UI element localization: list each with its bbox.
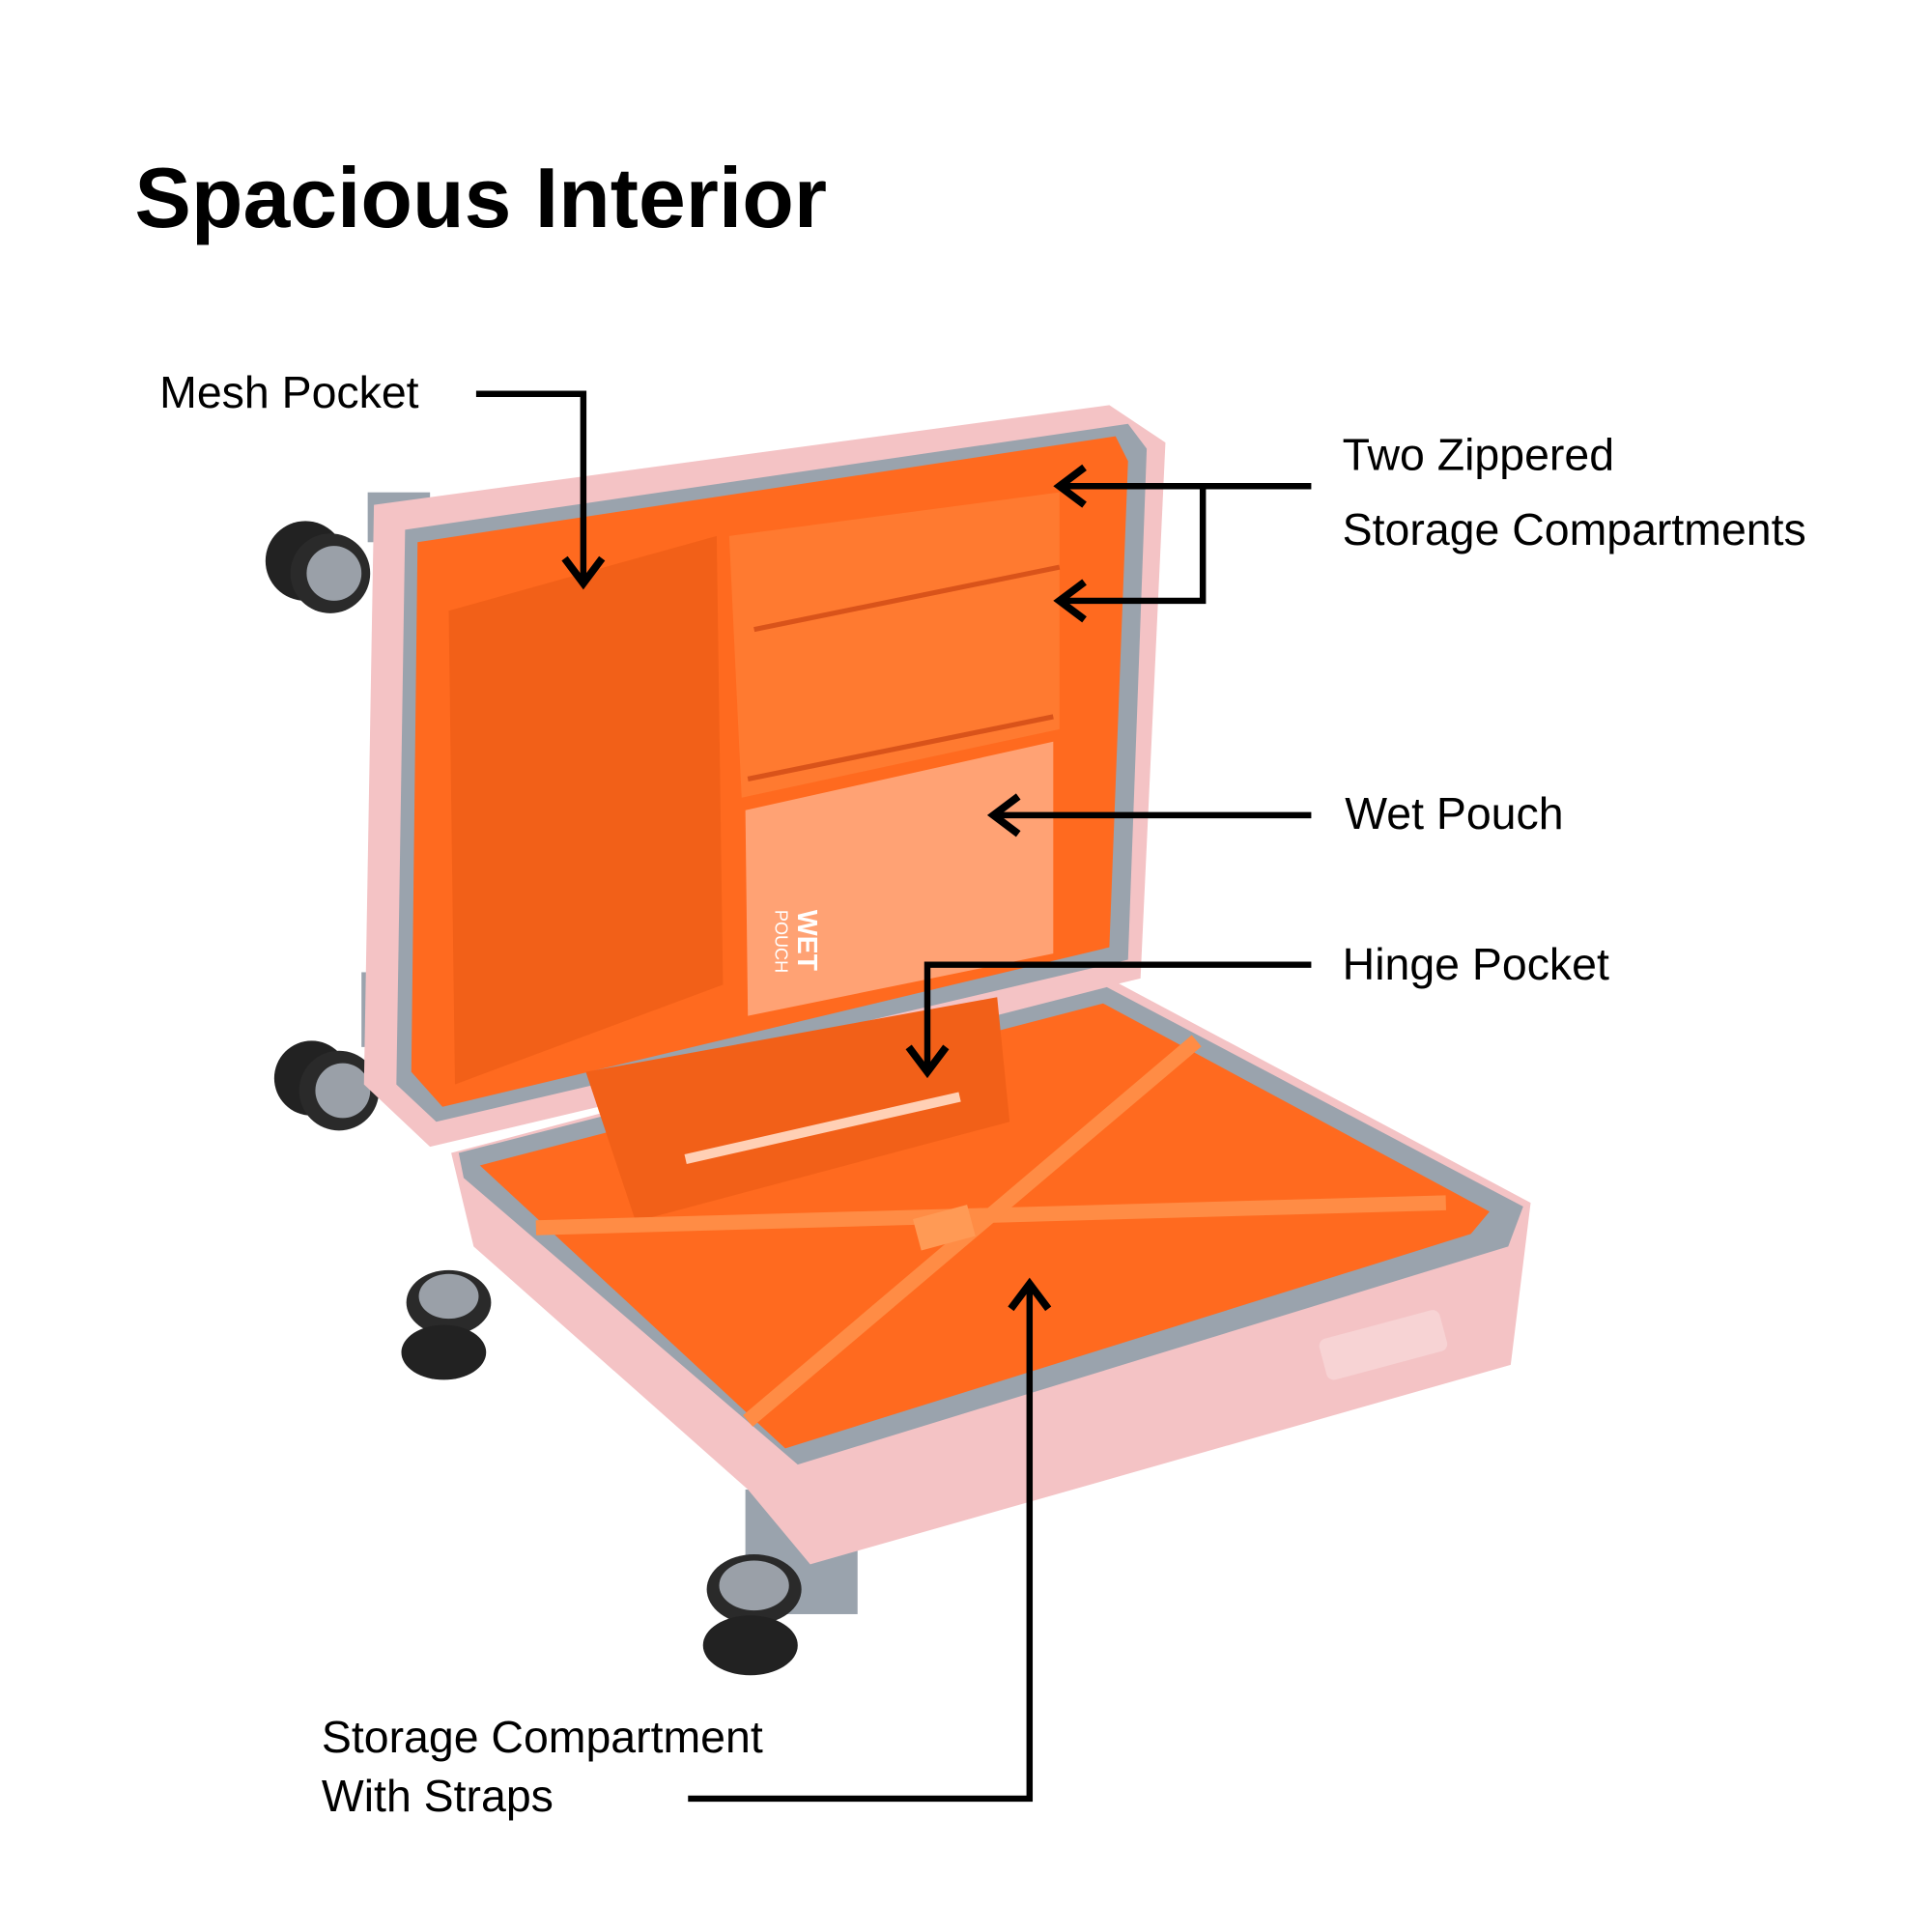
combination-lock	[1319, 1310, 1448, 1380]
label-storage-1: Storage Compartment	[322, 1712, 763, 1762]
callout-storage-straps: Storage Compartment With Straps	[322, 1277, 1052, 1821]
callout-zippered: Two Zippered Storage Compartments	[1053, 429, 1806, 623]
zippered-compartments	[728, 492, 1060, 798]
label-mesh-pocket: Mesh Pocket	[159, 367, 419, 417]
wheels	[265, 492, 858, 1676]
mesh-pocket	[448, 535, 724, 1085]
callout-mesh-pocket: Mesh Pocket	[159, 367, 606, 590]
callout-wet-pouch: Wet Pouch	[986, 788, 1564, 838]
suitcase-lid: WET POUCH	[363, 405, 1166, 1148]
label-wet-pouch: Wet Pouch	[1345, 788, 1563, 838]
label-storage-2: With Straps	[322, 1771, 554, 1821]
label-zippered-2: Storage Compartments	[1343, 504, 1806, 554]
callout-hinge-pocket: Hinge Pocket	[905, 939, 1609, 1079]
wet-pouch-print: WET	[791, 910, 822, 972]
suitcase-base	[451, 978, 1531, 1565]
label-zippered-1: Two Zippered	[1343, 429, 1614, 479]
hinge-pocket	[585, 997, 1010, 1222]
page-title: Spacious Interior	[134, 151, 827, 245]
label-hinge-pocket: Hinge Pocket	[1343, 939, 1609, 989]
wet-pouch-print-2: POUCH	[772, 910, 791, 973]
wet-pouch	[745, 741, 1054, 1016]
